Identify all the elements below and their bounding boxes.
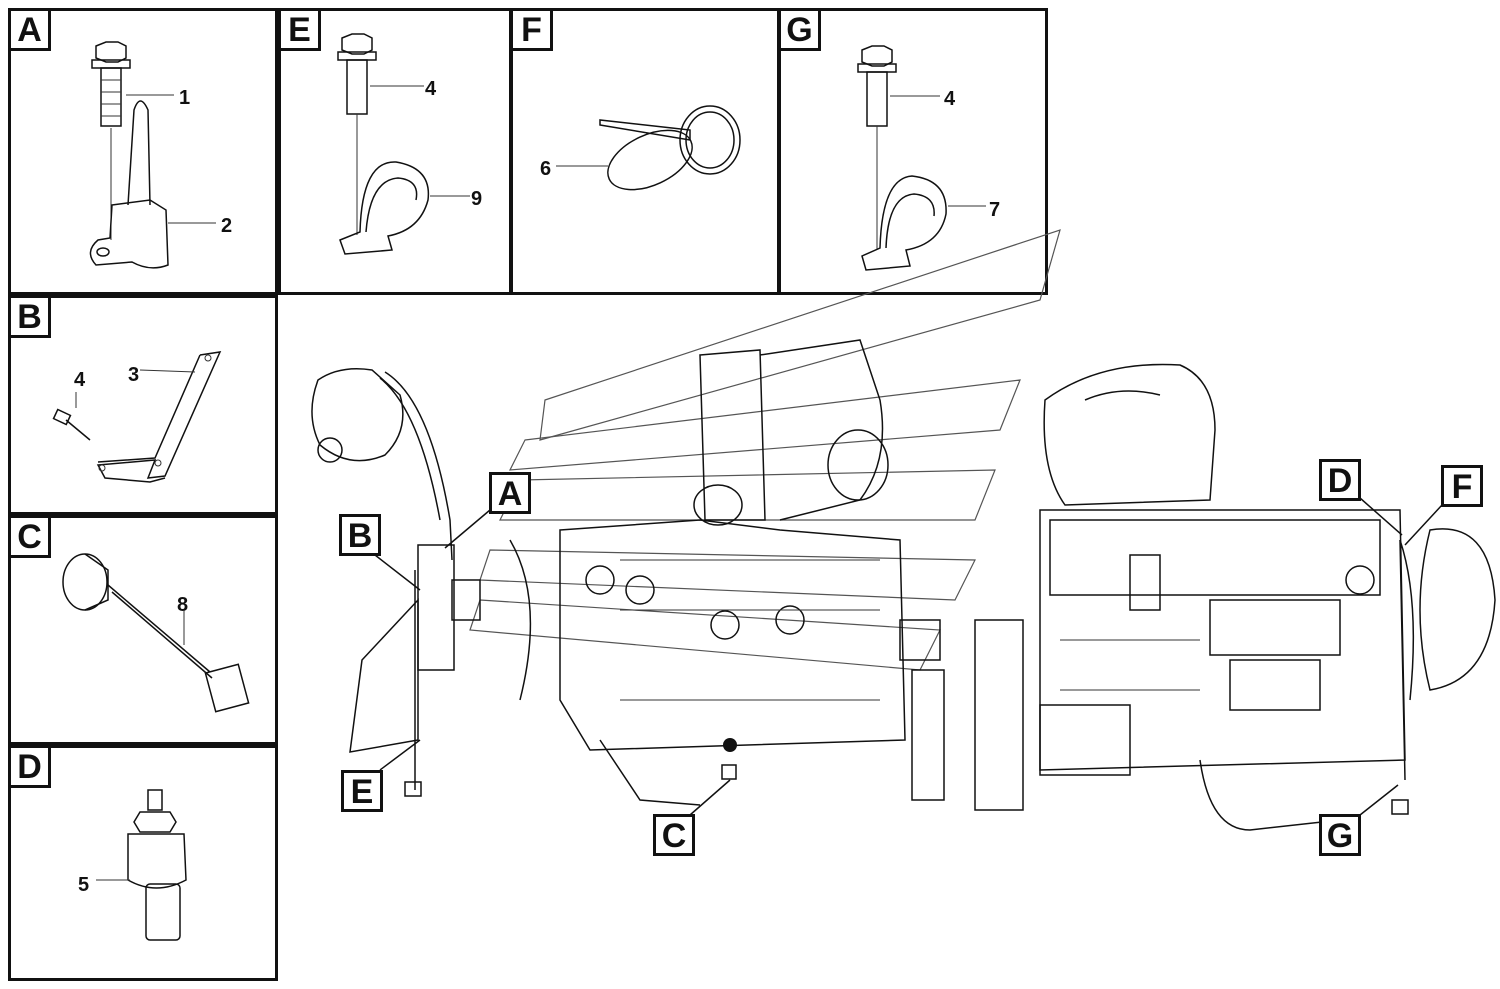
part-number-6: 6 xyxy=(540,158,552,180)
part-number-7: 7 xyxy=(989,199,1001,221)
part-number-4: 4 xyxy=(74,369,86,391)
detail-panel-b: B 4 3 xyxy=(8,295,278,515)
part-number-1: 1 xyxy=(179,87,191,109)
detail-panel-g: G 4 7 xyxy=(778,8,1048,295)
callout-d: D xyxy=(1319,459,1361,501)
engine-front-view xyxy=(311,339,945,806)
panel-tag-f: F xyxy=(513,11,553,51)
panel-tag-e: E xyxy=(281,11,321,51)
watermark xyxy=(469,229,1061,671)
part-number-9: 9 xyxy=(471,188,483,210)
pressure-switch xyxy=(96,789,187,941)
panel-tag-c: C xyxy=(11,518,51,558)
mounting-strip xyxy=(52,351,222,483)
callout-c: C xyxy=(653,814,695,856)
part-number-3: 3 xyxy=(128,364,140,386)
bolt-illustration xyxy=(91,41,174,240)
engine-side-view xyxy=(974,363,1496,831)
part-number-2: 2 xyxy=(221,215,233,237)
part-number-4: 4 xyxy=(425,78,437,100)
part-number-5: 5 xyxy=(78,874,90,896)
callout-leaders xyxy=(374,497,1443,816)
panel-tag-b: B xyxy=(11,298,51,338)
sensor-cable xyxy=(62,553,250,713)
detail-panel-f: F 6 xyxy=(510,8,780,295)
callout-a: A xyxy=(489,472,531,514)
bolt-and-clamp-e xyxy=(337,33,470,255)
panel-tag-g: G xyxy=(781,11,821,51)
part-number-4: 4 xyxy=(944,88,956,110)
part-number-8: 8 xyxy=(177,594,189,616)
callout-g: G xyxy=(1319,814,1361,856)
callout-b: B xyxy=(339,514,381,556)
temperature-probe-bracket xyxy=(89,100,216,269)
callout-e: E xyxy=(341,770,383,812)
detail-panel-a: A 1 2 xyxy=(8,8,278,295)
detail-panel-d: D 5 xyxy=(8,745,278,981)
cable-tie xyxy=(556,105,741,191)
bolt-and-clamp-g xyxy=(857,45,986,271)
panel-tag-a: A xyxy=(11,11,51,51)
panel-tag-d: D xyxy=(11,748,51,788)
callout-f: F xyxy=(1441,465,1483,507)
